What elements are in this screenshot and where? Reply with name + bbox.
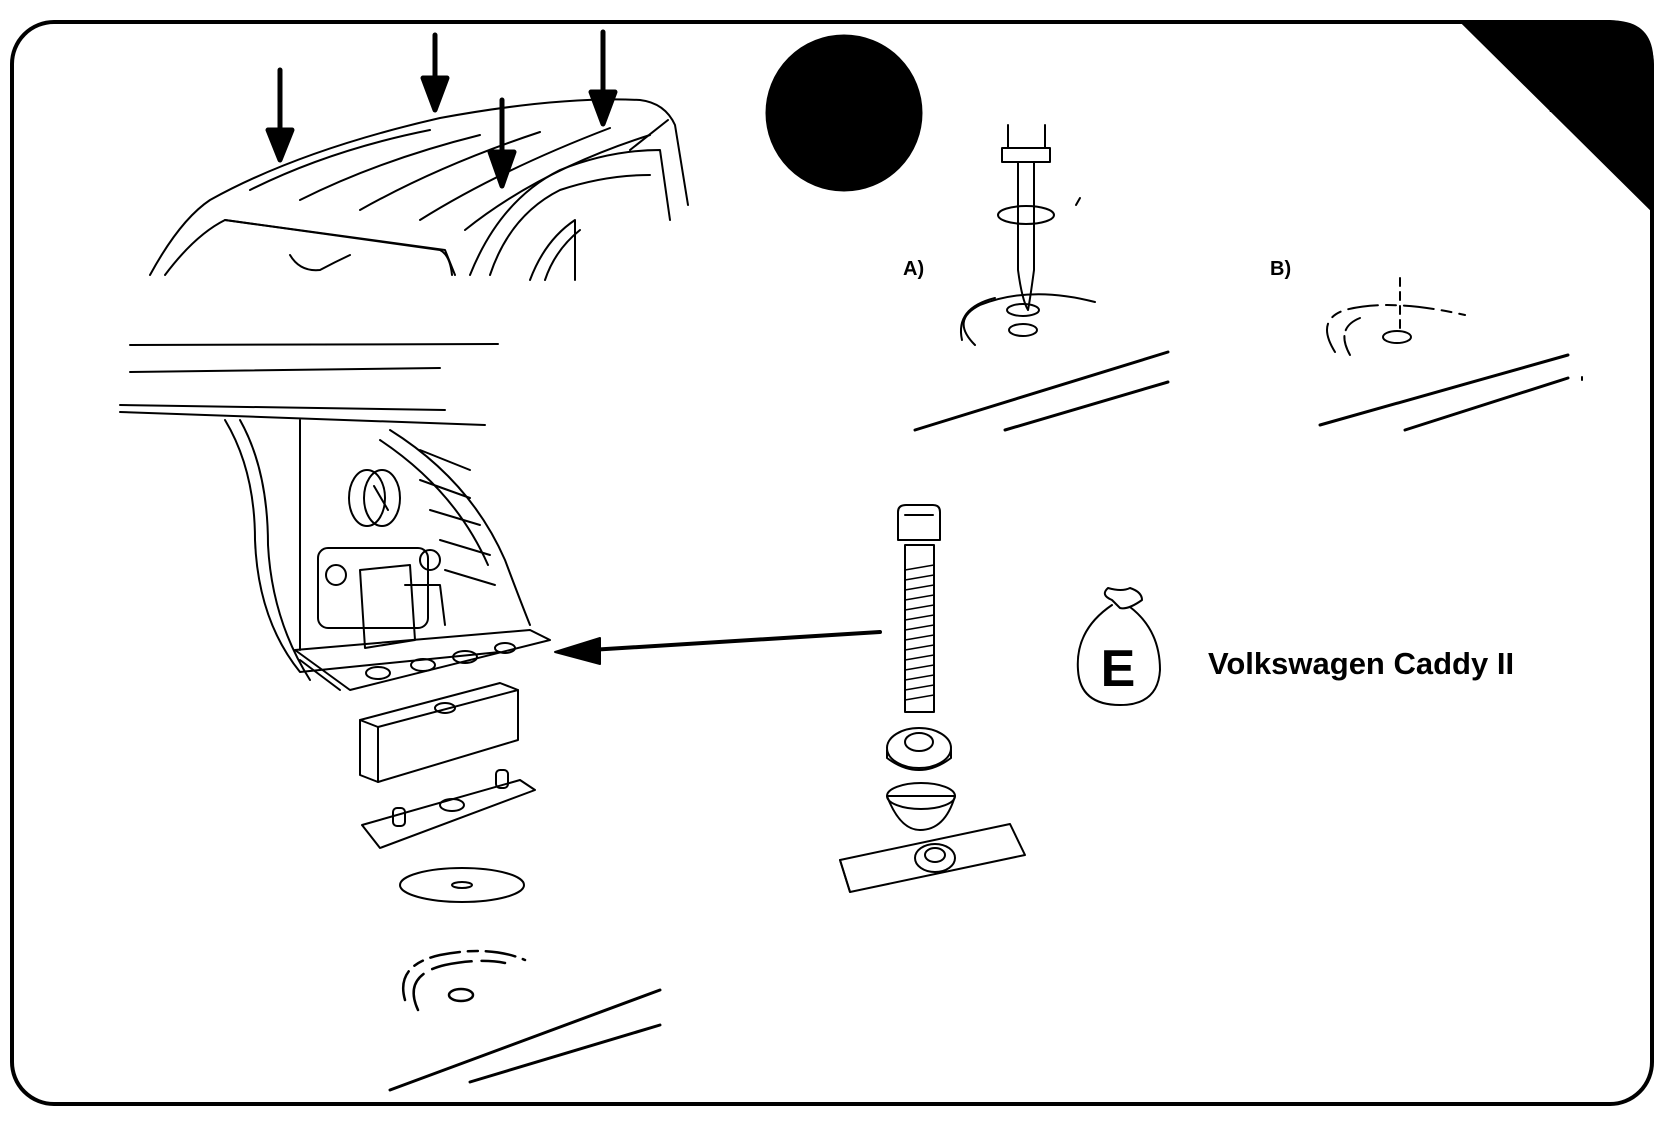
down-arrows bbox=[265, 29, 618, 189]
foot-pad-stack bbox=[359, 682, 536, 903]
step-number: 4 bbox=[811, 46, 877, 178]
bolt bbox=[839, 504, 1026, 893]
car-roof-illustration bbox=[149, 98, 689, 281]
quantity-corner: x4 bbox=[1460, 20, 1654, 212]
detail-b-label: B) bbox=[1270, 258, 1291, 280]
detail-a-label: A) bbox=[903, 258, 924, 280]
page-frame bbox=[10, 20, 1654, 1106]
kit-bag-icon: E bbox=[1076, 587, 1161, 706]
kit-bag-letter: E bbox=[1101, 640, 1136, 698]
step-badge: 4 bbox=[765, 34, 923, 192]
quantity-label: x4 bbox=[1549, 57, 1618, 126]
vehicle-model: Volkswagen Caddy II bbox=[1208, 646, 1514, 681]
assembly-arrow bbox=[554, 630, 882, 665]
detail-b: B) bbox=[1270, 258, 1583, 432]
detail-a: A) bbox=[903, 124, 1170, 432]
roof-mount-point bbox=[388, 949, 662, 1092]
rack-foot bbox=[224, 419, 551, 691]
arrow-left-icon bbox=[588, 630, 882, 652]
roof-bar bbox=[119, 343, 499, 426]
